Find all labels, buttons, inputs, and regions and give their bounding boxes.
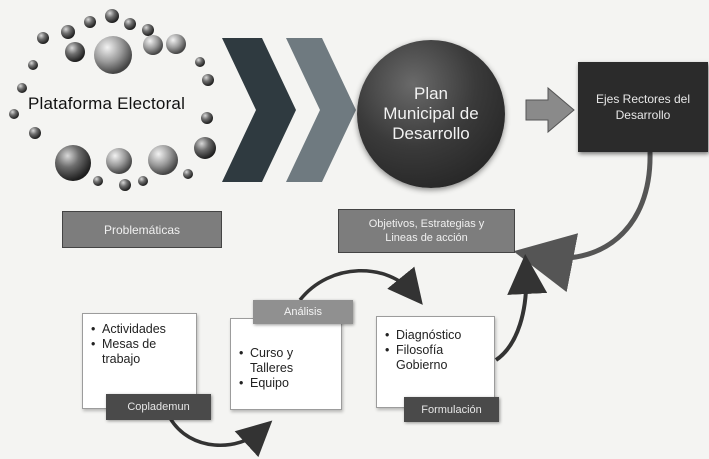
bubble: [166, 34, 186, 54]
card-coplademun: Actividades Mesas de trabajo: [82, 313, 197, 409]
bubble: [142, 24, 154, 36]
right-arrow-icon: [525, 86, 575, 134]
bubble: [37, 32, 49, 44]
bubble: [202, 74, 214, 86]
objetivos-box: Objetivos, Estrategias y Lineas de acció…: [338, 209, 515, 253]
chevron-dark-icon: [222, 38, 296, 182]
bubble: [28, 60, 38, 70]
curved-arrow-top: [298, 266, 423, 305]
curved-arrow-ejes-to-objetivos: [513, 151, 653, 293]
bubble: [201, 112, 213, 124]
list-item: Equipo: [239, 376, 341, 391]
bubble: [124, 18, 136, 30]
tag-formulacion: Formulación: [404, 397, 499, 422]
bubble: [138, 176, 148, 186]
list-item: Filosofía Gobierno: [385, 343, 466, 373]
plan-circle: Plan Municipal de Desarrollo: [357, 40, 505, 188]
card-analisis: Curso y Talleres Equipo: [230, 318, 342, 410]
bubble: [119, 179, 131, 191]
bubble: [29, 127, 41, 139]
bubble-ring: [9, 9, 216, 191]
curved-arrow-formulacion-to-objetivos: [494, 254, 548, 362]
list-item: Actividades: [91, 322, 196, 337]
bubble: [55, 145, 91, 181]
ejes-rectores-box: Ejes Rectores del Desarrollo: [578, 62, 708, 152]
bubble: [84, 16, 96, 28]
list-item: Mesas de trabajo: [91, 337, 182, 367]
plan-label: Plan Municipal de Desarrollo: [383, 84, 479, 143]
bubble: [194, 137, 216, 159]
list-item: Curso y Talleres: [239, 346, 310, 376]
bubble: [65, 42, 85, 62]
card-formulacion: Diagnóstico Filosofía Gobierno: [376, 316, 495, 408]
bubble: [17, 83, 27, 93]
bubble: [9, 109, 19, 119]
bubble: [105, 9, 119, 23]
bubble: [143, 35, 163, 55]
tag-coplademun: Coplademun: [106, 394, 211, 420]
bubble: [183, 169, 193, 179]
list-item: Diagnóstico: [385, 328, 494, 343]
platform-label: Plataforma Electoral: [28, 94, 186, 113]
bubble: [195, 57, 205, 67]
tag-analisis: Análisis: [253, 300, 353, 324]
bubble: [106, 148, 132, 174]
curved-arrow-bottom: [168, 417, 273, 458]
chevron-light-icon: [286, 38, 356, 182]
problematicas-box: Problemáticas: [62, 211, 222, 248]
bubble: [94, 36, 132, 74]
bubble: [93, 176, 103, 186]
bubble: [61, 25, 75, 39]
bubble: [148, 145, 178, 175]
